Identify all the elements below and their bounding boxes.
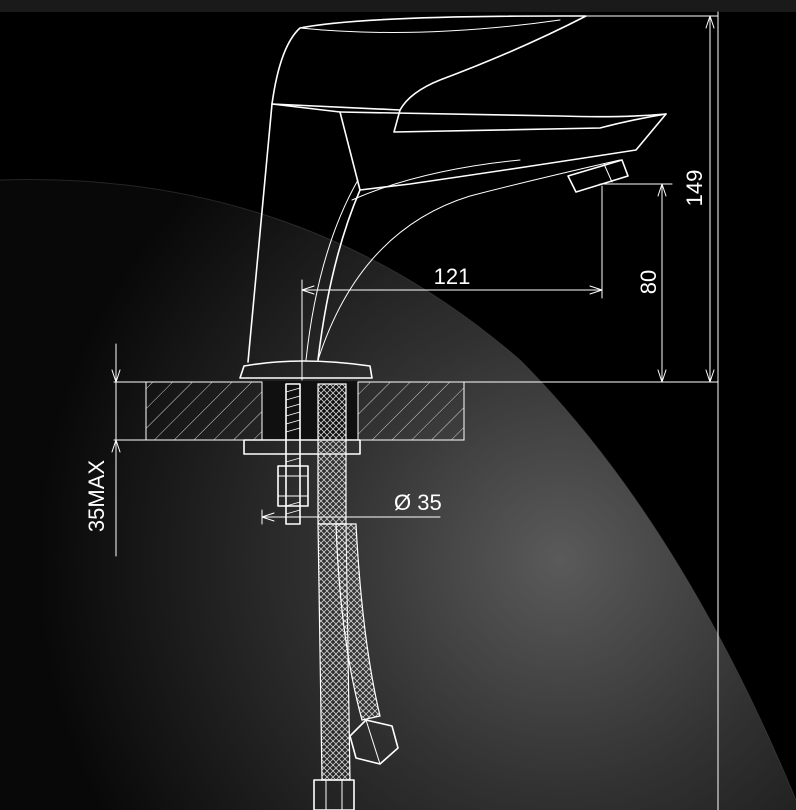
- dimension-spout-height: 80: [599, 183, 673, 383]
- deck-section: [113, 381, 719, 441]
- label-spout-reach: 121: [434, 264, 471, 289]
- flexible-hoses: [313, 523, 399, 810]
- label-hole-diameter: Ø 35: [394, 490, 442, 515]
- label-height-total: 149: [682, 170, 707, 207]
- faucet-body: [239, 15, 667, 379]
- dimension-height-total: 149: [579, 11, 719, 810]
- glow-edge: [0, 179, 796, 801]
- label-deck-thickness: 35MAX: [84, 460, 109, 532]
- mounting-hardware: [243, 383, 361, 525]
- dimension-hole-diameter: Ø 35: [261, 490, 442, 525]
- top-strip: [0, 0, 796, 12]
- dimension-deck-thickness: 35MAX: [84, 343, 121, 557]
- dimension-spout-reach: 121: [301, 185, 603, 381]
- label-spout-height: 80: [636, 270, 661, 294]
